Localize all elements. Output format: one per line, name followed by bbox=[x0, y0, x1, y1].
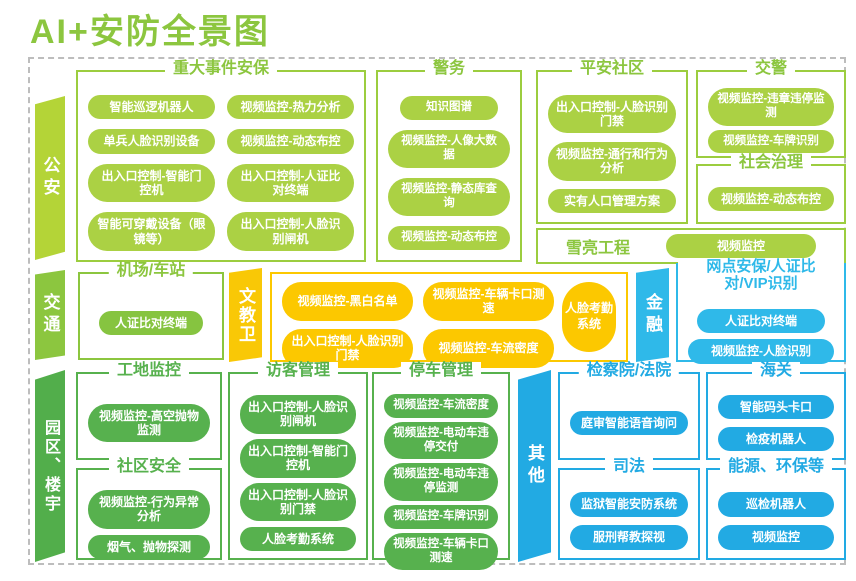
solution-pill: 视频监控-热力分析 bbox=[227, 94, 354, 120]
section-energy-environment: 能源、环保等 巡检机器人 视频监控 bbox=[706, 458, 846, 560]
section-header: 交警 bbox=[746, 60, 796, 78]
solution-pill: 单兵人脸识别设备 bbox=[88, 129, 215, 154]
section-customs: 海关 智能码头卡口 检疫机器人 bbox=[706, 362, 846, 460]
section-major-event-security: 重大事件安保 智能巡逻机器人 视频监控-热力分析 单兵人脸识别设备 视频监控-动… bbox=[76, 60, 366, 262]
solution-pill: 视频监控-人脸识别 bbox=[688, 339, 834, 364]
solution-pill: 视频监控-车辆卡口测速 bbox=[423, 282, 554, 321]
solution-pill: 出入口控制-人脸识别门禁 bbox=[548, 94, 676, 134]
section-social-governance: 社会治理 视频监控-动态布控 bbox=[696, 154, 846, 224]
section-traffic-police: 交警 视频监控-违章违停监测 视频监控-车牌识别 bbox=[696, 60, 846, 158]
solution-pill: 视频监控-违章违停监测 bbox=[708, 88, 834, 126]
section-header: 社会治理 bbox=[730, 154, 812, 172]
section-construction-site: 工地监控 视频监控-高空抛物监测 bbox=[76, 362, 222, 460]
solution-pill: 服刑帮教探视 bbox=[570, 525, 688, 550]
solution-pill: 出入口控制-人脸识别闸机 bbox=[240, 395, 356, 434]
section-header: 能源、环保等 bbox=[719, 458, 833, 476]
section-header: 检察院/法院 bbox=[578, 362, 680, 380]
solution-pill: 智能可穿戴设备（眼镜等） bbox=[88, 212, 215, 252]
section-branch-security: 网点安保/人证比对/VIP识别 人证比对终端 视频监控-人脸识别 bbox=[676, 258, 846, 364]
pill-grid: 视频监控-黑白名单 视频监控-车辆卡口测速 出入口控制-人脸识别门禁 视频监控-… bbox=[282, 282, 554, 368]
solution-pill: 视频监控-电动车违停监测 bbox=[384, 463, 498, 501]
section-visitor-management: 访客管理 出入口控制-人脸识别闸机 出入口控制-智能门控机 出入口控制-人脸识别… bbox=[228, 362, 368, 560]
section-header: 警务 bbox=[424, 60, 474, 78]
pill-grid: 智能巡逻机器人 视频监控-热力分析 单兵人脸识别设备 视频监控-动态布控 出入口… bbox=[88, 92, 354, 254]
section-header: 平安社区 bbox=[571, 60, 653, 78]
section-header: 海关 bbox=[751, 362, 801, 380]
page-title: AI+安防全景图 bbox=[30, 13, 270, 51]
solution-pill: 出入口控制-人脸识别门禁 bbox=[282, 328, 413, 368]
solution-pill: 视频监控-行为异常分析 bbox=[88, 490, 210, 529]
section-header: 访客管理 bbox=[257, 362, 339, 380]
section-header: 网点安保/人证比对/VIP识别 bbox=[678, 258, 844, 292]
solution-pill: 智能巡逻机器人 bbox=[88, 94, 215, 120]
solution-pill: 监狱智能安防系统 bbox=[570, 492, 688, 517]
solution-pill: 视频监控-车流密度 bbox=[423, 328, 554, 368]
solution-pill: 出入口控制-人证比对终端 bbox=[227, 163, 354, 203]
banner-parks-buildings: 园区、楼宇 bbox=[35, 370, 65, 562]
solution-pill: 视频监控-通行和行为分析 bbox=[548, 141, 676, 181]
section-safe-community: 平安社区 出入口控制-人脸识别门禁 视频监控-通行和行为分析 实有人口管理方案 bbox=[536, 60, 688, 224]
solution-pill: 视频监控-动态布控 bbox=[708, 186, 834, 212]
solution-pill: 视频监控-黑白名单 bbox=[282, 282, 413, 321]
solution-pill: 视频监控-车辆卡口测速 bbox=[384, 532, 498, 571]
solution-pill: 视频监控-静态库查询 bbox=[388, 178, 510, 216]
banner-other: 其他 bbox=[518, 370, 551, 562]
section-header: 社区安全 bbox=[108, 458, 190, 476]
section-culture-education-health: 视频监控-黑白名单 视频监控-车辆卡口测速 出入口控制-人脸识别门禁 视频监控-… bbox=[270, 272, 628, 368]
section-header: 工地监控 bbox=[108, 362, 190, 380]
solution-pill: 出入口控制-人脸识别门禁 bbox=[240, 482, 356, 522]
solution-pill: 人脸考勤系统 bbox=[240, 526, 356, 551]
banner-finance: 金融 bbox=[636, 268, 669, 362]
solution-pill: 视频监控-车牌识别 bbox=[384, 504, 498, 529]
section-community-safety: 社区安全 视频监控-行为异常分析 烟气、抛物探测 bbox=[76, 458, 222, 560]
section-header: 雪亮工程 bbox=[565, 240, 630, 257]
solution-pill: 烟气、抛物探测 bbox=[88, 534, 210, 560]
solution-pill: 实有人口管理方案 bbox=[548, 189, 676, 214]
solution-pill: 视频监控-动态布控 bbox=[388, 225, 510, 250]
section-header: 机场/车站 bbox=[108, 262, 194, 280]
solution-pill: 视频监控-车牌识别 bbox=[708, 129, 834, 154]
solution-pill: 庭审智能语音询问 bbox=[570, 410, 688, 436]
solution-pill: 检疫机器人 bbox=[718, 426, 834, 451]
section-parking-management: 停车管理 视频监控-车流密度 视频监控-电动车违停交付 视频监控-电动车违停监测… bbox=[372, 362, 510, 571]
banner-transportation: 交通 bbox=[35, 270, 65, 360]
solution-pill: 视频监控-车流密度 bbox=[384, 394, 498, 418]
solution-pill: 知识图谱 bbox=[400, 96, 498, 121]
solution-pill: 视频监控 bbox=[665, 233, 816, 259]
section-justice: 司法 监狱智能安防系统 服刑帮教探视 bbox=[558, 458, 700, 560]
section-procuratorate-court: 检察院/法院 庭审智能语音询问 bbox=[558, 362, 700, 460]
section-airport-station: 机场/车站 人证比对终端 bbox=[78, 262, 224, 360]
section-header: 重大事件安保 bbox=[164, 60, 278, 78]
solution-pill: 出入口控制-智能门控机 bbox=[240, 438, 356, 478]
section-header: 司法 bbox=[604, 458, 654, 476]
banner-public-security: 公安 bbox=[35, 96, 65, 260]
solution-pill: 视频监控-人像大数据 bbox=[388, 130, 510, 168]
solution-pill: 出入口控制-智能门控机 bbox=[88, 163, 215, 203]
section-header: 停车管理 bbox=[400, 362, 482, 380]
solution-pill: 人证比对终端 bbox=[696, 309, 826, 334]
solution-pill: 出入口控制-人脸识别闸机 bbox=[227, 212, 354, 252]
solution-pill: 人证比对终端 bbox=[99, 310, 203, 336]
solution-pill: 视频监控-高空抛物监测 bbox=[88, 403, 210, 443]
solution-pill: 巡检机器人 bbox=[718, 492, 834, 517]
solution-pill: 智能码头卡口 bbox=[718, 395, 834, 420]
banner-culture-education-health: 文教卫 bbox=[229, 268, 262, 362]
solution-pill: 人脸考勤系统 bbox=[562, 282, 616, 352]
section-police-affairs: 警务 知识图谱 视频监控-人像大数据 视频监控-静态库查询 视频监控-动态布控 bbox=[376, 60, 522, 262]
solution-pill: 视频监控 bbox=[718, 525, 834, 550]
solution-pill: 视频监控-电动车违停交付 bbox=[384, 421, 498, 460]
solution-pill: 视频监控-动态布控 bbox=[227, 129, 354, 154]
